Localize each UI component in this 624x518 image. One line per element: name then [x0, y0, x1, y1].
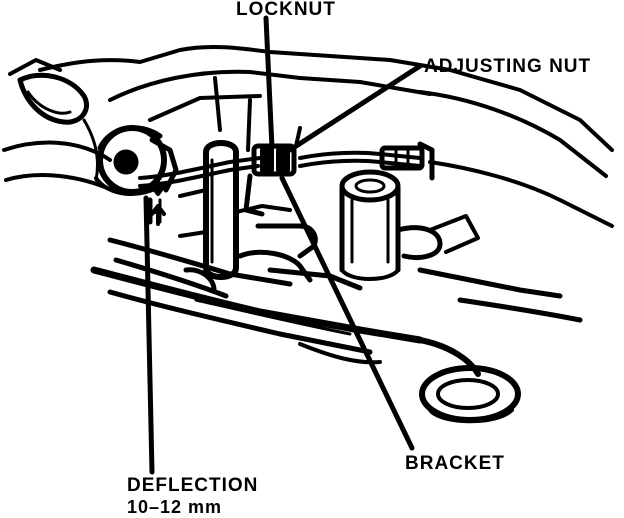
deflection-arrows [150, 176, 166, 226]
leader-bracket [279, 175, 415, 451]
adjusting-nut-label: ADJUSTING NUT [424, 56, 592, 77]
leader-adjusting-nut [287, 63, 423, 153]
locknut-label: LOCKNUT [236, 0, 336, 20]
engine-block-outline [38, 44, 614, 178]
leader-locknut [263, 15, 275, 151]
lower-hoses [107, 223, 583, 323]
throttle-body [2, 58, 114, 192]
intake-runner [178, 140, 292, 280]
deflection-label: DEFLECTION [127, 475, 259, 496]
leader-deflection [143, 195, 155, 475]
deflection-value-label: 10–12 mm [127, 497, 223, 517]
engine-mount [419, 365, 521, 424]
callout-leaders [143, 15, 423, 475]
fuel-filter [339, 169, 480, 281]
bracket-label: BRACKET [405, 453, 505, 474]
